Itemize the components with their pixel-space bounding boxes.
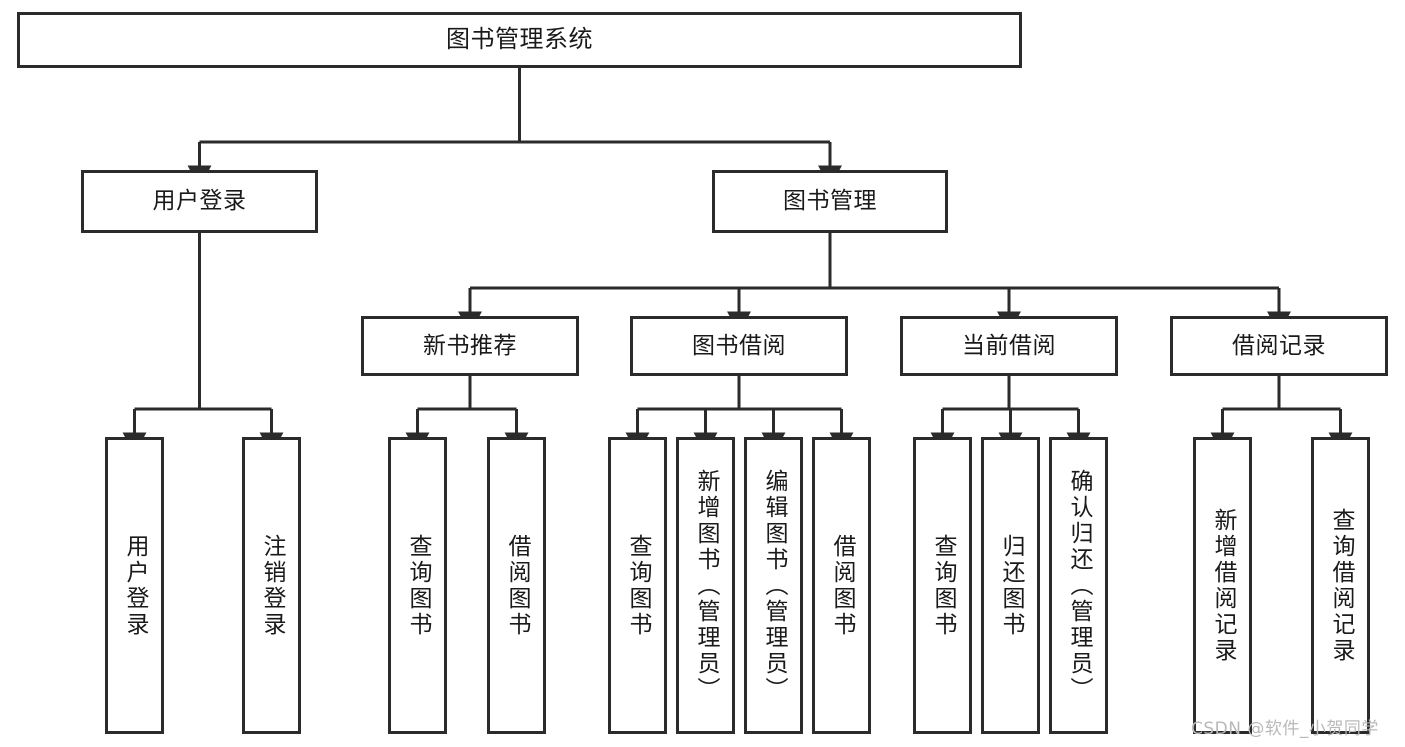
- node-leaf-query-book-current[interactable]: 查询图书: [913, 437, 972, 734]
- node-leaf-query-book-borrow[interactable]: 查询图书: [608, 437, 667, 734]
- node-leaf-confirm-return-label: 确认归还（管理员）: [1066, 468, 1092, 703]
- node-book-borrow[interactable]: 图书借阅: [630, 316, 848, 376]
- node-leaf-add-record[interactable]: 新增借阅记录: [1193, 437, 1252, 734]
- node-user-login[interactable]: 用户登录: [81, 170, 318, 233]
- node-leaf-query-book-borrow-label: 查询图书: [625, 533, 651, 638]
- node-user-login-label: 用户登录: [152, 188, 247, 215]
- node-leaf-add-book-label: 新增图书（管理员）: [693, 468, 719, 703]
- node-new-book-recommend-label: 新书推荐: [423, 332, 517, 359]
- node-leaf-query-book-current-label: 查询图书: [930, 533, 956, 638]
- node-book-manage-label: 图书管理: [783, 188, 877, 215]
- node-current-borrow-label: 当前借阅: [962, 332, 1056, 359]
- node-leaf-query-record-label: 查询借阅记录: [1328, 507, 1354, 664]
- node-leaf-borrow-book[interactable]: 借阅图书: [812, 437, 871, 734]
- node-leaf-logout-label: 注销登录: [259, 533, 285, 638]
- node-borrow-record-label: 借阅记录: [1232, 332, 1326, 359]
- node-new-book-recommend[interactable]: 新书推荐: [361, 316, 579, 376]
- node-book-manage[interactable]: 图书管理: [712, 170, 948, 233]
- node-leaf-logout[interactable]: 注销登录: [242, 437, 301, 734]
- node-leaf-add-record-label: 新增借阅记录: [1210, 507, 1236, 664]
- node-leaf-return-book[interactable]: 归还图书: [981, 437, 1040, 734]
- node-current-borrow[interactable]: 当前借阅: [900, 316, 1118, 376]
- node-leaf-user-login-label: 用户登录: [122, 533, 148, 638]
- node-root-label: 图书管理系统: [446, 25, 593, 54]
- node-book-borrow-label: 图书借阅: [692, 332, 786, 359]
- node-leaf-confirm-return[interactable]: 确认归还（管理员）: [1049, 437, 1108, 734]
- node-leaf-user-login[interactable]: 用户登录: [105, 437, 164, 734]
- node-leaf-return-book-label: 归还图书: [998, 533, 1024, 638]
- node-root[interactable]: 图书管理系统: [17, 12, 1022, 68]
- node-leaf-query-book-recommend-label: 查询图书: [405, 533, 431, 638]
- node-leaf-query-record[interactable]: 查询借阅记录: [1311, 437, 1370, 734]
- node-leaf-borrow-book-recommend[interactable]: 借阅图书: [487, 437, 546, 734]
- node-leaf-add-book[interactable]: 新增图书（管理员）: [676, 437, 735, 734]
- node-leaf-borrow-book-label: 借阅图书: [829, 533, 855, 638]
- node-leaf-query-book-recommend[interactable]: 查询图书: [388, 437, 447, 734]
- node-leaf-edit-book[interactable]: 编辑图书（管理员）: [744, 437, 803, 734]
- node-borrow-record[interactable]: 借阅记录: [1170, 316, 1388, 376]
- csdn-watermark: CSDN @软件_小贺同学: [1191, 719, 1379, 739]
- node-leaf-borrow-book-recommend-label: 借阅图书: [504, 533, 530, 638]
- node-leaf-edit-book-label: 编辑图书（管理员）: [761, 468, 787, 703]
